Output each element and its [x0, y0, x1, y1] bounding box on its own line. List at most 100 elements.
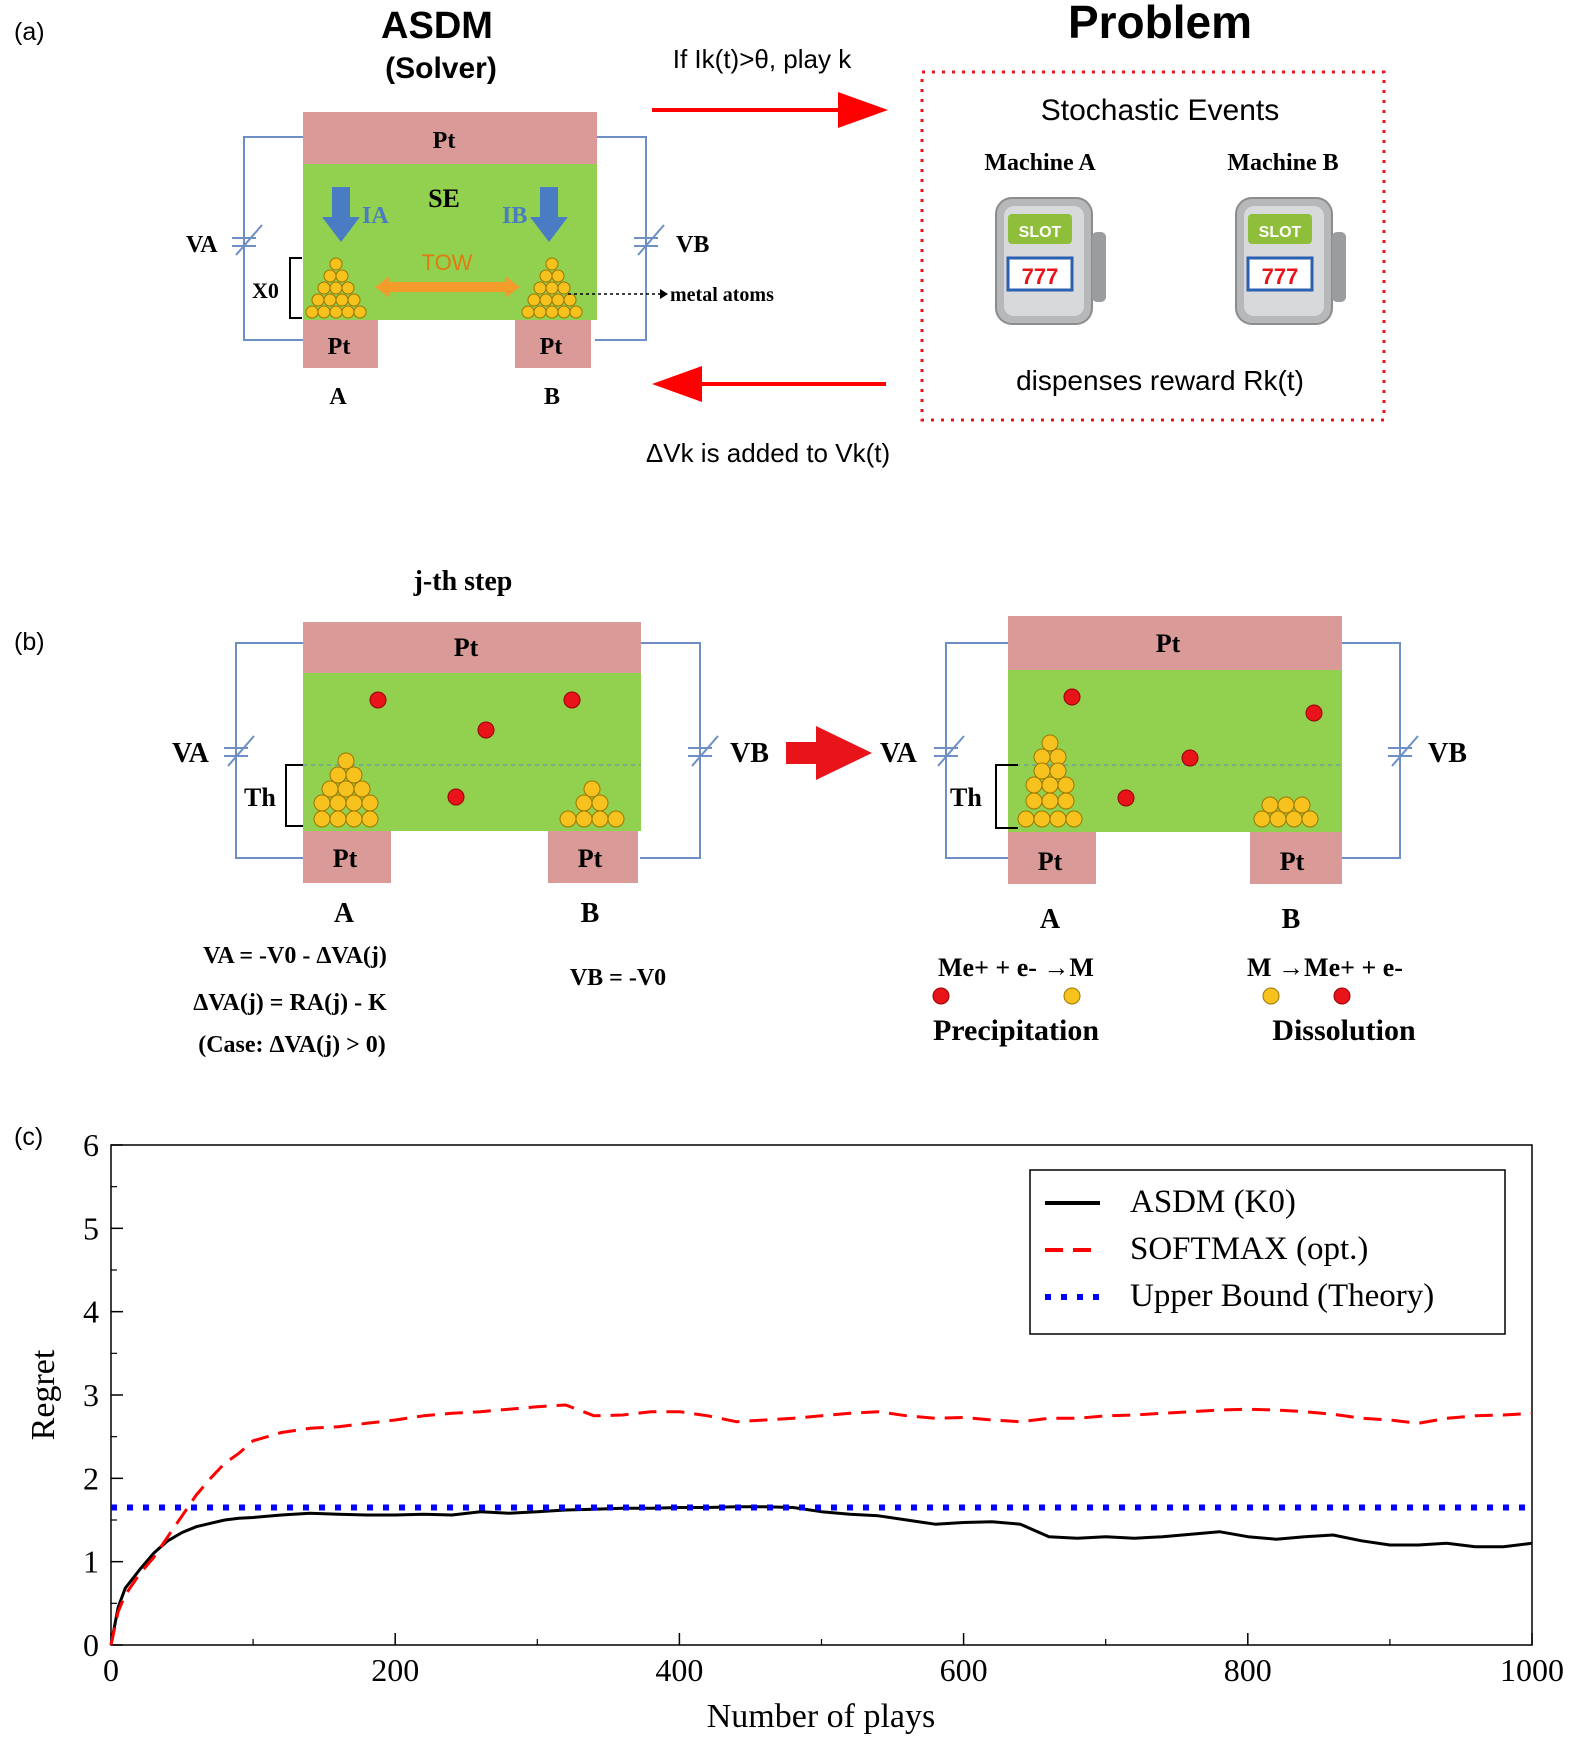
tow-label: TOW: [422, 250, 473, 275]
variable-voltage-a-icon: [232, 224, 263, 256]
right-pt-b: [1250, 832, 1342, 884]
electrode-a-label: A: [329, 384, 347, 410]
x-tick-label: 200: [371, 1652, 419, 1688]
left-pt-b-label: Pt: [578, 844, 603, 873]
right-vb-label: VB: [1428, 738, 1467, 769]
x-axis-label: Number of plays: [707, 1698, 936, 1735]
arrow-to-problem: [652, 92, 888, 128]
right-atom-pile-a: [1017, 734, 1083, 828]
right-electrode-a-label: A: [1040, 904, 1061, 935]
left-atom-pile-a: [313, 752, 379, 828]
metal-atoms-label: metal atoms: [670, 284, 774, 306]
slot-a-digits: 777: [1022, 264, 1059, 289]
series-group: [109, 1403, 1533, 1646]
slot-a-label: SLOT: [1019, 224, 1062, 241]
right-wire-b: [1340, 642, 1401, 859]
solver-subtitle: (Solver): [385, 52, 497, 85]
pt-b-label: Pt: [540, 334, 563, 360]
y-tick-label: 0: [83, 1627, 99, 1663]
precipitation-label: Precipitation: [933, 1014, 1099, 1047]
right-wire-a: [945, 642, 1008, 859]
panel-b: j-th step Pt Pt Pt: [172, 566, 1467, 1058]
left-th-bracket: [285, 764, 303, 827]
x0-bracket: [289, 257, 302, 319]
right-pt-a-label: Pt: [1038, 847, 1063, 876]
arrow-top-label: If Ik(t)>θ, play k: [673, 44, 852, 74]
vb-label: VB: [676, 232, 709, 258]
equation-delta-va: ΔVA(j) = RA(j) - K: [193, 990, 387, 1016]
left-wire-a: [235, 642, 304, 859]
arrow-bottom-label: ΔVk is added to Vk(t): [646, 438, 890, 468]
x-tick-label: 0: [103, 1652, 119, 1688]
left-vb-label: VB: [730, 738, 769, 769]
se-label: SE: [428, 184, 460, 213]
x-tick-label: 800: [1224, 1652, 1272, 1688]
right-ions: [1063, 688, 1323, 807]
left-wire-b: [640, 642, 701, 859]
right-th-label: Th: [950, 783, 982, 812]
solver-title: ASDM: [381, 5, 493, 47]
left-variable-voltage-a-icon: [224, 735, 255, 767]
panel-label-b: (b): [14, 628, 45, 656]
series-line-softmax: [109, 1403, 1533, 1646]
reaction-a-ion-icon: [932, 987, 950, 1005]
legend-box: [1029, 1169, 1506, 1335]
panel-a: ASDM (Solver) Problem Pt Pt Pt SE IA IB: [186, 0, 1386, 468]
atom-pile-a: [305, 257, 367, 319]
equation-vb: VB = -V0: [570, 965, 666, 991]
equation-case: (Case: ΔVA(j) > 0): [198, 1032, 386, 1058]
right-pt-b-label: Pt: [1280, 847, 1305, 876]
reaction-b: M →Me+ + e-: [1247, 953, 1403, 982]
right-th-bracket: [995, 764, 1018, 829]
slot-machine-b-icon: [1235, 197, 1346, 325]
step-arrow-icon: [786, 726, 872, 780]
y-tick-label: 6: [83, 1127, 99, 1163]
equation-va: VA = -V0 - ΔVA(j): [203, 943, 387, 969]
dissolution-label: Dissolution: [1272, 1014, 1416, 1047]
reaction-a: Me+ + e- →M: [938, 953, 1094, 982]
y-axis-label: Regret: [25, 1349, 62, 1440]
problem-title: Problem: [1068, 0, 1252, 48]
stochastic-events-label: Stochastic Events: [1041, 94, 1279, 127]
machine-b-label: Machine B: [1227, 150, 1338, 176]
va-label: VA: [186, 232, 218, 258]
legend-label-softmax: SOFTMAX (opt.): [1130, 1231, 1368, 1267]
current-a-arrow: [322, 187, 360, 242]
right-atom-pile-b: [1253, 796, 1319, 828]
pt-a-label: Pt: [328, 334, 351, 360]
left-electrode-b-label: B: [581, 898, 600, 929]
left-electrode-a-label: A: [334, 898, 355, 929]
reaction-b-atom-icon: [1262, 987, 1280, 1005]
pt-top-electrode: [303, 112, 597, 164]
slot-b-label: SLOT: [1259, 224, 1302, 241]
reaction-a-atom-icon: [1063, 987, 1081, 1005]
series-line-asdm: [109, 1505, 1533, 1646]
x0-label: X0: [252, 278, 279, 303]
y-tick-label: 1: [83, 1544, 99, 1580]
left-ions: [369, 691, 581, 806]
ib-label: IB: [502, 203, 527, 229]
pt-electrode-b: [515, 320, 591, 368]
right-va-label: VA: [880, 738, 918, 769]
metal-atoms-arrow-icon: [660, 289, 668, 299]
x-tick-label: 600: [940, 1652, 988, 1688]
pt-top-label: Pt: [433, 128, 456, 154]
current-b-arrow: [530, 187, 568, 242]
left-pt-top: [303, 622, 641, 673]
right-pt-a: [1008, 832, 1096, 884]
legend-label-upper: Upper Bound (Theory): [1130, 1278, 1434, 1314]
left-pt-b: [548, 831, 638, 883]
left-atom-pile-b: [559, 780, 625, 828]
machine-a-label: Machine A: [984, 150, 1096, 176]
left-va-label: VA: [172, 738, 210, 769]
left-variable-voltage-b-icon: [688, 735, 719, 767]
y-tick-label: 4: [83, 1294, 99, 1330]
ia-label: IA: [362, 203, 389, 229]
arrow-to-solver: [652, 366, 886, 402]
y-tick-label: 2: [83, 1460, 99, 1496]
legend-label-asdm: ASDM (K0): [1130, 1184, 1296, 1220]
slot-b-digits: 777: [1262, 264, 1299, 289]
